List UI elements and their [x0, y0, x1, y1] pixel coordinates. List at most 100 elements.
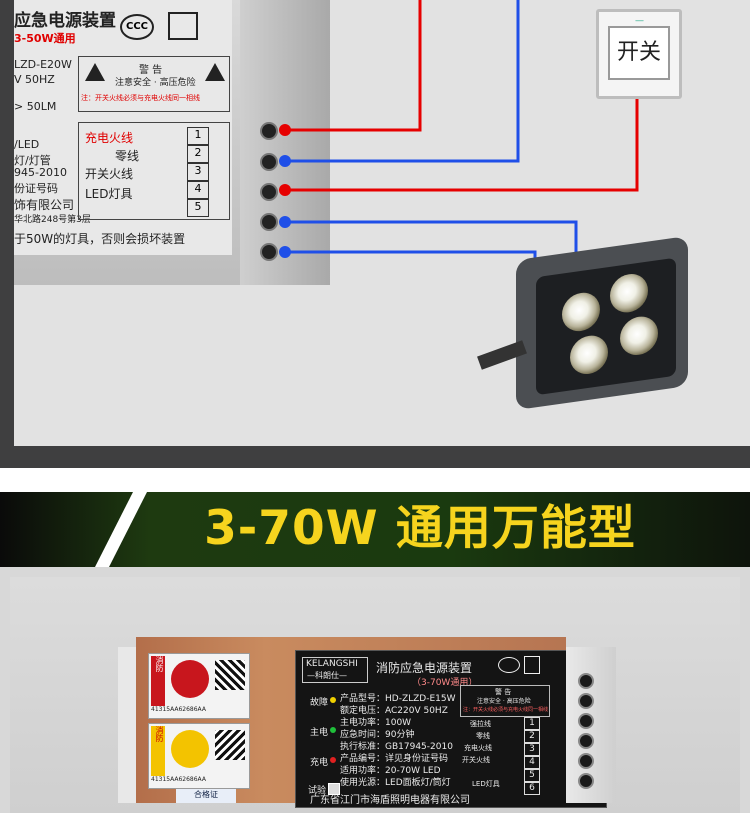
- banner-slash-icon: [95, 492, 147, 567]
- wire-dot-3: [279, 184, 291, 196]
- terminal-diagram: 充电火线 零线 开关火线 LED灯具 1 2 3 4 5: [78, 122, 230, 220]
- warning-line1: 注意安全 · 高压危险: [115, 78, 196, 88]
- blue-wire-led-2: [285, 250, 537, 282]
- lt-num-6: 6: [524, 782, 540, 795]
- spec-cert: 份证号码: [14, 182, 58, 195]
- qr-code-icon: [215, 730, 245, 760]
- terminal-num-1: 1: [187, 127, 209, 145]
- label-range: （3-70W通用）: [412, 678, 478, 688]
- terminal-label-1: 充电火线: [85, 131, 134, 145]
- bottom-panel: 消防 41315AA62686AA 消防 41315AA62686AA 合格证 …: [0, 567, 750, 813]
- bottom-note: 于50W的灯具，否则会损坏装置: [14, 232, 186, 246]
- fire-badge-label: 消防: [151, 656, 165, 706]
- red-wire-switch: [285, 92, 639, 192]
- label-company: 广东省江门市海盾照明电器有限公司: [310, 795, 470, 806]
- black-device-label: KELANGSHI —科朗仕— 消防应急电源装置 （3-70W通用） 故障 主电…: [295, 650, 607, 808]
- terminal-screw-1: [578, 673, 594, 689]
- led-floodlight: [516, 235, 688, 411]
- emergency-power-device: 应急电源装置 CCC 3-50W通用 LZD-E20W V 50HZ > 50L…: [14, 0, 242, 285]
- high-voltage-icon: [205, 63, 225, 81]
- terminal-screw-4: [578, 733, 594, 749]
- label-warning-box: 警 告 注意安全 · 高压危险 注：开关火线必须与充电火线同一相线: [460, 685, 550, 717]
- lt-label-1: 强拉线: [470, 720, 491, 728]
- ccc-icon: CCC: [120, 14, 154, 40]
- label-warning-line1: 注意安全 · 高压危险: [477, 698, 531, 705]
- spec-standard: 执行标准：GB17945-2010: [340, 742, 453, 752]
- device-label: 应急电源装置 CCC 3-50W通用 LZD-E20W V 50HZ > 50L…: [14, 0, 232, 255]
- warning-box: 警 告 注意安全 · 高压危险 注：开关火线必须与充电火线同一相线: [78, 56, 230, 112]
- switch-button[interactable]: 开关: [608, 26, 670, 80]
- lt-label-2: 零线: [476, 732, 490, 740]
- test-button[interactable]: [328, 783, 340, 795]
- spec-applicable-power: 适用功率：20-70W LED: [340, 766, 441, 776]
- device-title: 应急电源装置: [14, 11, 116, 31]
- terminal-num-3: 3: [187, 163, 209, 181]
- badge-code: 41315AA62686AA: [151, 776, 206, 783]
- terminal-screw-1: [260, 122, 278, 140]
- status-test: 试验: [308, 786, 327, 796]
- spec-model: 产品型号：HD-ZLZD-E15W: [340, 694, 456, 704]
- led-chip-icon: [610, 271, 648, 315]
- banner-title: 3-70W 通用万能型: [204, 501, 636, 556]
- fire-badge-yellow: 消防 41315AA62686AA: [148, 723, 250, 789]
- wall-switch[interactable]: — 开关: [596, 9, 682, 99]
- floodlight-face: [536, 257, 676, 396]
- terminal-label-2: 零线: [115, 149, 140, 163]
- qr-code-icon: [215, 660, 245, 690]
- spec-light-source: 使用光源：LED面板灯/筒灯: [340, 778, 451, 788]
- main-led-icon: [330, 727, 336, 733]
- warning-title: 警 告: [139, 65, 163, 76]
- lt-label-6: LED灯具: [472, 780, 500, 788]
- spec-standard: 945-2010: [14, 166, 67, 179]
- fire-logo-icon: [171, 730, 209, 768]
- device-model: LZD-E20W: [14, 58, 72, 71]
- brand-box: KELANGSHI —科朗仕—: [302, 657, 368, 683]
- lt-num-1: 1: [524, 717, 540, 730]
- lt-label-4: 开关火线: [462, 756, 490, 764]
- terminal-screw-3: [578, 713, 594, 729]
- label-warning-line2: 注：开关火线必须与充电火线同一相线: [463, 707, 549, 713]
- terminal-screw-4: [260, 213, 278, 231]
- wire-dot-5: [279, 246, 291, 258]
- section-gap: [0, 468, 750, 492]
- left-bracket: [118, 647, 138, 803]
- fire-logo-icon: [171, 660, 209, 698]
- wire-dot-2: [279, 155, 291, 167]
- terminal-numbers: 1 2 3 4 5: [187, 127, 209, 217]
- spec-serial: 产品编号：详见身份证号码: [340, 754, 449, 764]
- wiring-diagram: [279, 0, 639, 282]
- lt-num-2: 2: [524, 730, 540, 743]
- lt-num-3: 3: [524, 743, 540, 756]
- status-charge: 充电: [310, 758, 329, 768]
- terminal-label-3: 开关火线: [85, 167, 134, 181]
- fault-led-icon: [330, 697, 336, 703]
- section-banner: 3-70W 通用万能型: [0, 492, 750, 567]
- blue-wire-neutral: [285, 0, 520, 163]
- terminal-screw-5: [260, 243, 278, 261]
- ccc-icon: [498, 657, 520, 673]
- wire-dot-1: [279, 124, 291, 136]
- company-address: 华北路248号第3层: [14, 215, 91, 225]
- led-chip-icon: [620, 314, 658, 358]
- spec-lamp: 灯/灯管: [14, 154, 51, 167]
- terminal-screw-2: [578, 693, 594, 709]
- terminal-num-5: 5: [187, 199, 209, 217]
- wire-dot-4: [279, 216, 291, 228]
- status-main: 主电: [310, 728, 329, 738]
- warning-line2: 注：开关火线必须与充电火线同一相线: [81, 94, 200, 102]
- led-chip-icon: [562, 290, 600, 334]
- terminal-screw-3: [260, 183, 278, 201]
- label-title: 消防应急电源装置: [376, 661, 473, 675]
- lt-num-4: 4: [524, 756, 540, 769]
- red-wire-charge: [285, 0, 422, 132]
- charge-led-icon: [330, 757, 336, 763]
- brand-name-cn: —科朗仕—: [307, 671, 347, 680]
- led-chip-icon: [570, 333, 608, 377]
- terminal-bracket: [240, 0, 330, 285]
- badge-code: 41315AA62686AA: [151, 706, 206, 713]
- terminal-num-4: 4: [187, 181, 209, 199]
- terminal-num-2: 2: [187, 145, 209, 163]
- fire-badge-red: 消防 41315AA62686AA: [148, 653, 250, 719]
- device-range: 3-50W通用: [14, 32, 76, 45]
- top-panel: 应急电源装置 CCC 3-50W通用 LZD-E20W V 50HZ > 50L…: [0, 0, 750, 468]
